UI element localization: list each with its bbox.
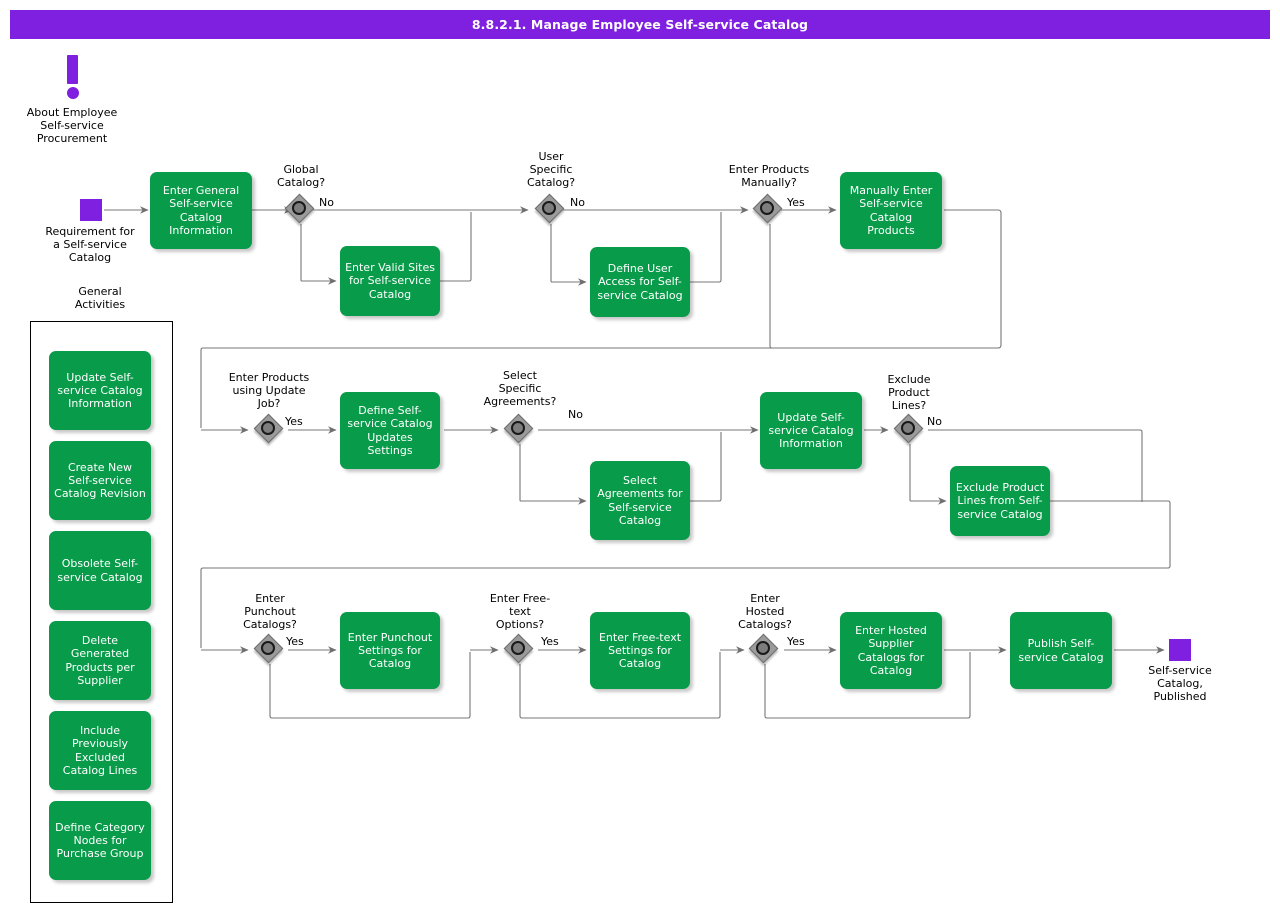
task-label: Publish Self-service Catalog <box>1018 637 1104 664</box>
gateway-circle-icon <box>260 420 275 435</box>
gateway-circle-icon <box>260 640 275 655</box>
activity-obsolete-catalog[interactable]: Obsolete Self-service Catalog <box>49 531 151 610</box>
flow-label-punchout-yes: Yes <box>286 635 304 648</box>
flow-label-global-no: No <box>319 196 334 209</box>
gateway-circle-icon <box>759 200 774 215</box>
gateway-select-specific-agreements[interactable] <box>503 413 534 444</box>
gateway-exclude-product-lines[interactable] <box>893 413 924 444</box>
flow-label-userspec-no: No <box>570 196 585 209</box>
exclamation-dot-icon <box>66 87 79 99</box>
gateway-global-catalog[interactable] <box>284 193 315 224</box>
gateway-circle-icon <box>755 640 770 655</box>
gateway-user-specific-catalog[interactable] <box>534 193 565 224</box>
gateway-circle-icon <box>291 200 306 215</box>
page-title-bar: 8.8.2.1. Manage Employee Self-service Ca… <box>10 10 1270 39</box>
page-title: 8.8.2.1. Manage Employee Self-service Ca… <box>471 17 809 32</box>
activity-label: Obsolete Self-service Catalog <box>57 557 143 584</box>
gateway-enter-freetext-options[interactable] <box>503 633 534 664</box>
general-activities-group <box>30 321 173 903</box>
flow-label-manual-yes: Yes <box>787 196 805 209</box>
gateway-circle-icon <box>510 420 525 435</box>
gateway-circle-icon <box>900 420 915 435</box>
flow-label-agreements-no: No <box>568 408 583 421</box>
flow-label-hosted-yes: Yes <box>787 635 805 648</box>
task-publish-catalog[interactable]: Publish Self-service Catalog <box>1010 612 1112 689</box>
flow-label-exclude-no: No <box>927 415 942 428</box>
exclamation-bar-icon <box>67 55 78 84</box>
gateway-circle-icon <box>510 640 525 655</box>
gateway-circle-icon <box>541 200 556 215</box>
end-event[interactable] <box>1169 639 1191 661</box>
gateway-enter-punchout-catalogs[interactable] <box>253 633 284 664</box>
start-event[interactable] <box>80 199 102 221</box>
gateway-enter-products-manually[interactable] <box>752 193 783 224</box>
flow-label-updatejob-yes: Yes <box>285 415 303 428</box>
about-note-icon <box>61 55 85 101</box>
gateway-enter-products-using-update-job[interactable] <box>253 413 284 444</box>
flow-label-freetext-yes: Yes <box>541 635 559 648</box>
gateway-enter-hosted-catalogs[interactable] <box>748 633 779 664</box>
